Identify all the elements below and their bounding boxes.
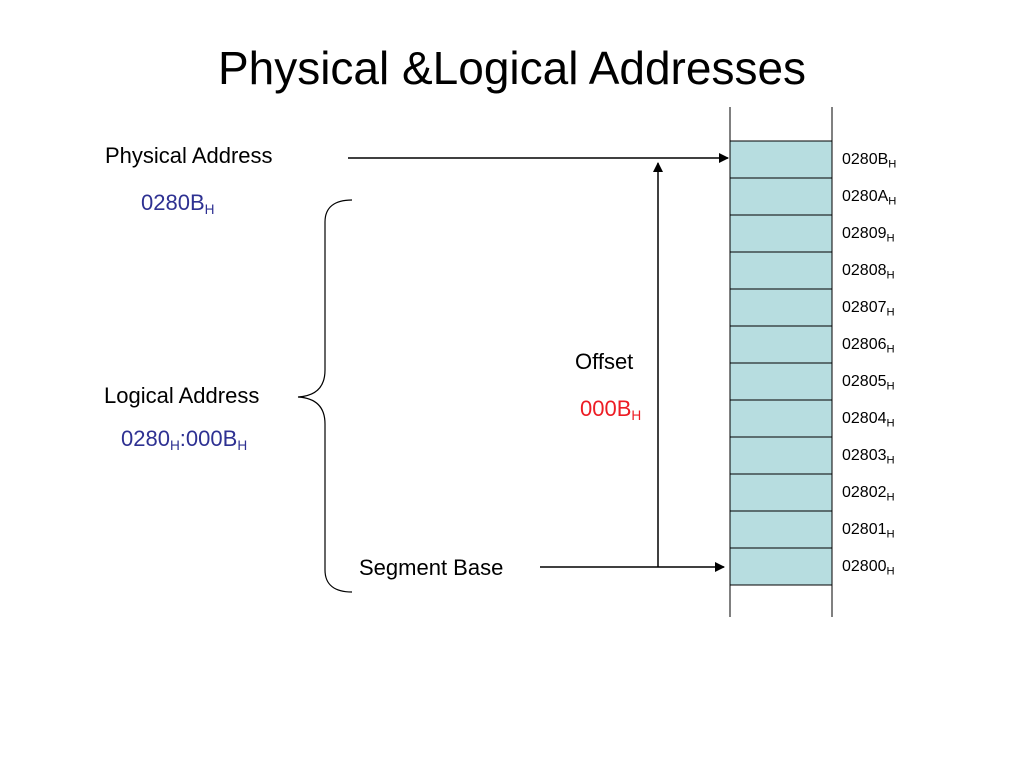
memory-address-label: 0280AH <box>842 188 897 208</box>
memory-address-label: 02804H <box>842 410 895 430</box>
memory-cell <box>729 547 833 586</box>
memory-cell <box>729 140 833 179</box>
segment-base-label: Segment Base <box>359 555 504 580</box>
memory-address-label: 02802H <box>842 484 895 504</box>
memory-cell <box>729 436 833 475</box>
memory-address-label: 02801H <box>842 521 895 541</box>
memory-cell <box>729 362 833 401</box>
memory-address-label: 0280BH <box>842 151 897 171</box>
memory-cell <box>729 325 833 364</box>
memory-address-label: 02809H <box>842 225 895 245</box>
memory-address-label: 02800H <box>842 558 895 578</box>
offset-label: Offset <box>575 349 634 374</box>
memory-address-label: 02806H <box>842 336 895 356</box>
memory-cell <box>729 177 833 216</box>
physical-address-label: Physical Address <box>105 143 273 168</box>
memory-address-label: 02808H <box>842 262 895 282</box>
logical-address-value: 0280H:000BH <box>121 426 248 453</box>
physical-address-value: 0280BH <box>141 190 215 217</box>
memory-cell <box>729 214 833 253</box>
memory-address-label: 02807H <box>842 299 895 319</box>
memory-cell <box>729 251 833 290</box>
memory-cell <box>729 288 833 327</box>
page-title: Physical &Logical Addresses <box>217 42 807 94</box>
logical-address-label: Logical Address <box>104 383 260 408</box>
memory-cells <box>729 140 833 586</box>
logical-address-brace <box>297 199 353 593</box>
offset-value: 000BH <box>580 396 642 423</box>
memory-address-label: 02803H <box>842 447 895 467</box>
memory-address-label: 02805H <box>842 373 895 393</box>
memory-cell <box>729 473 833 512</box>
memory-cell <box>729 399 833 438</box>
memory-cell <box>729 510 833 549</box>
